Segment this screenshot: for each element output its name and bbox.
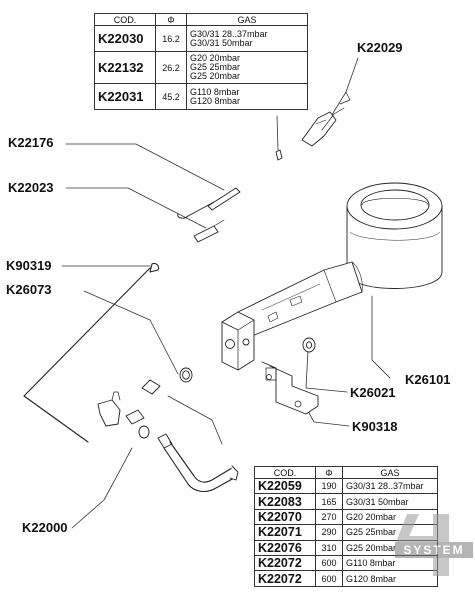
- gas-value: G20 20mbar G25 25mbar G25 20mbar: [186, 51, 308, 84]
- venturi-tube: [237, 261, 363, 337]
- bracket-block: [221, 311, 255, 371]
- table-row: K22030 16.2 G30/31 28..37mbar G30/31 50m…: [94, 25, 308, 52]
- fitting-parts: [97, 379, 161, 439]
- part-code: K22031: [94, 83, 156, 110]
- burner-cup: [346, 182, 443, 289]
- diameter-value: 26.2: [155, 51, 187, 84]
- col-diameter-header: Φ: [155, 13, 187, 26]
- bottom-parts-table: COD. Φ GAS K22059 190 G30/31 28..37mbar …: [254, 466, 438, 587]
- part-code: K22070: [254, 508, 316, 526]
- part-code: K22076: [254, 539, 316, 556]
- table-row: K22072 600 G120 8mbar: [254, 570, 438, 587]
- diameter-value: 310: [315, 539, 343, 556]
- diameter-value: 45.2: [155, 83, 187, 110]
- label-k22000: K22000: [22, 520, 68, 535]
- part-code: K22071: [254, 524, 316, 541]
- diameter-value: 600: [315, 570, 343, 587]
- support-bracket: [261, 361, 319, 415]
- gas-value: G30/31 28..37mbar: [342, 477, 438, 495]
- diameter-value: 270: [315, 508, 343, 526]
- pilot-pipe: [23, 262, 160, 443]
- top-parts-table: COD. Φ GAS K22030 16.2 G30/31 28..37mbar…: [94, 13, 308, 110]
- logo-text: SYSTEM: [403, 543, 464, 557]
- part-code: K22132: [94, 51, 156, 84]
- label-k90318: K90318: [352, 419, 398, 434]
- col-code-header: COD.: [254, 466, 316, 479]
- table-row: K22031 45.2 G110 8mbar G120 8mbar: [94, 83, 308, 110]
- col-gas-header: GAS: [186, 13, 308, 26]
- part-code: K22072: [254, 554, 316, 572]
- gas-value: G120 8mbar: [342, 570, 438, 587]
- system4-logo: SYSTEM: [395, 514, 473, 576]
- diameter-value: 16.2: [155, 25, 187, 52]
- electrode-part: [177, 187, 241, 219]
- ring-part: [179, 367, 193, 383]
- part-code: K22083: [254, 493, 316, 510]
- gas-value: G30/31 50mbar: [342, 493, 438, 510]
- part-code: K22072: [254, 570, 316, 587]
- label-k26021: K26021: [350, 385, 396, 400]
- gas-value: G110 8mbar G120 8mbar: [186, 83, 308, 110]
- table-row: K22132 26.2 G20 20mbar G25 25mbar G25 20…: [94, 51, 308, 84]
- diameter-value: 165: [315, 493, 343, 510]
- leader-lines: [61, 57, 391, 529]
- diameter-value: 290: [315, 524, 343, 541]
- table-row: K22083 165 G30/31 50mbar: [254, 493, 438, 510]
- thermocouple-part: [275, 91, 351, 161]
- ignition-electrode-part: [193, 219, 225, 243]
- label-k22023: K22023: [8, 180, 54, 195]
- gas-tube-part: [157, 433, 239, 493]
- col-code-header: COD.: [94, 13, 156, 26]
- label-k90319: K90319: [6, 258, 52, 273]
- label-k22176: K22176: [8, 135, 54, 150]
- label-k22029: K22029: [357, 40, 403, 55]
- part-code: K22059: [254, 477, 316, 495]
- label-k26101: K26101: [405, 372, 451, 387]
- diameter-value: 190: [315, 477, 343, 495]
- col-gas-header: GAS: [342, 466, 438, 479]
- part-code: K22030: [94, 25, 156, 52]
- label-k26073: K26073: [6, 282, 52, 297]
- nut-part: [302, 337, 316, 353]
- gas-value: G30/31 28..37mbar G30/31 50mbar: [186, 25, 308, 52]
- diameter-value: 600: [315, 554, 343, 572]
- table-row: K22059 190 G30/31 28..37mbar: [254, 477, 438, 495]
- col-diameter-header: Φ: [315, 466, 343, 479]
